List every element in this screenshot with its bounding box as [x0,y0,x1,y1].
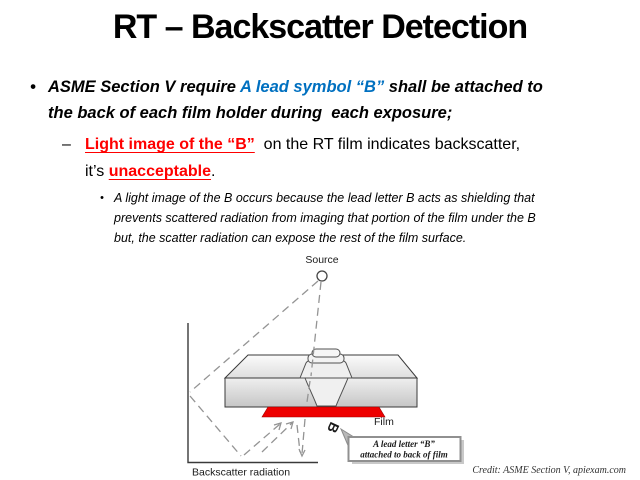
weld-cap-top [311,348,341,358]
callout-line2: attached to back of film [360,450,448,460]
ray-below-film-1 [301,418,306,455]
text-segment-red: unacceptable [108,163,211,180]
scatter-rays [189,280,319,457]
ray-wall-to-floor [189,395,242,457]
ray-through-weld [306,380,311,403]
film-label: Film [374,416,394,428]
bullet-explanation: • A light image of the B occurs because … [100,188,610,248]
arrowhead-icon [273,422,282,431]
callout-box [347,436,462,462]
text-segment: A light image of the B occurs because th… [114,191,535,205]
backscatter-axis [187,323,318,464]
text-segment: . [210,163,216,180]
ray-source-to-weld [310,281,322,377]
bullet-marker: – [62,136,71,153]
arrowhead-icon [285,421,294,430]
ray-floor-to-film-1 [243,423,281,456]
text-segment-red: Light image of the “B” [85,136,255,153]
primary-beam [296,281,322,455]
ray-source-to-wall [189,280,319,393]
film-strip [261,406,386,418]
axis-label: Backscatter radiation [192,467,290,479]
text-segment: prevents scattered radiation from imagin… [114,211,536,225]
lead-letter-b: B [324,420,343,436]
bullet-text: A light image of the B occurs because th… [114,188,536,248]
ray-floor-to-film-2 [261,421,294,453]
text-segment: shall be attached to [384,78,543,96]
bullet-marker: • [100,192,104,204]
text-segment: but, the scatter radiation can expose th… [114,231,467,245]
text-segment: ASME Section V require [48,78,240,96]
text-segment-blue: A lead symbol “B” [239,78,385,96]
text-segment: it’s [85,163,109,180]
bullet-light-image: – Light image of the “B” on the RT film … [62,131,632,185]
text-segment: the back of each film holder during each… [48,104,453,122]
callout-line1: A lead letter “B” [372,439,435,449]
ray-below-film-2 [296,424,301,453]
page-title: RT – Backscatter Detection [112,8,528,46]
bullet-asme-requirement: • ASME Section V require A lead symbol “… [30,74,630,126]
source-circle [316,270,328,282]
bullet-marker: • [30,78,36,96]
backscatter-diagram: Source Backscatter radiation [187,254,464,479]
source-label: Source [305,254,338,266]
credit-text: Credit: ASME Section V, apiexam.com [472,465,626,476]
bullet-text: Light image of the “B” on the RT film in… [85,131,520,185]
text-segment: on the RT film indicates backscatter, [254,136,521,153]
bullet-text: ASME Section V require A lead symbol “B”… [48,74,543,126]
